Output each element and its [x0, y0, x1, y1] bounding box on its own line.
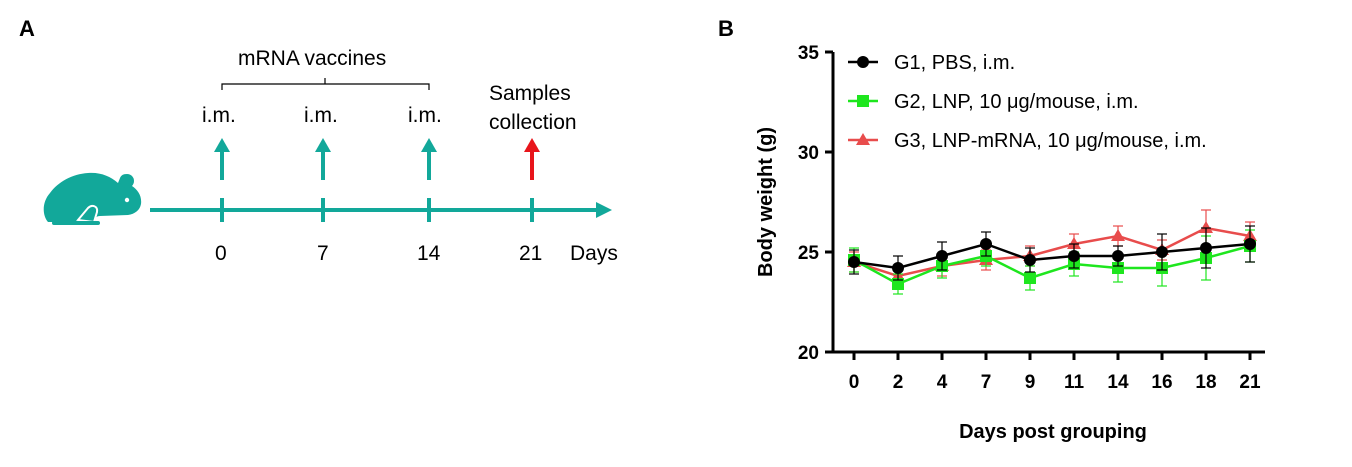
vaccine-arrows	[214, 138, 437, 180]
y-tick-label: 25	[798, 243, 820, 264]
data-point	[1112, 262, 1124, 274]
legend-entry-3: G3, LNP-mRNA, 10 μg/mouse, i.m.	[848, 130, 1207, 152]
vaccine-bracket	[221, 78, 430, 90]
data-point	[980, 238, 992, 250]
data-point	[1199, 221, 1213, 233]
samples-label-line2: collection	[489, 111, 577, 134]
x-axis-label: Days post grouping	[959, 421, 1147, 443]
day-tick-0: 0	[215, 242, 227, 265]
timeline-ticks	[220, 198, 534, 222]
series-line	[853, 242, 1251, 270]
body-weight-chart: 20 25 30 35 0 2 4 7 9 11 14 16 18 21 G1, PBS, i.m. G2,…	[755, 43, 1265, 443]
data-point	[1112, 250, 1124, 262]
day-tick-21: 21	[519, 242, 543, 265]
data-point	[1068, 250, 1080, 262]
data-point	[1200, 242, 1212, 254]
x-tick-label: 7	[981, 372, 992, 393]
y-tick-label: 35	[798, 43, 820, 64]
y-tick-label: 20	[798, 343, 819, 364]
days-label: Days	[570, 242, 618, 265]
day-tick-7: 7	[317, 242, 329, 265]
data-point	[892, 262, 904, 274]
series-1	[848, 225, 1256, 281]
data-point	[1244, 238, 1256, 250]
x-tick-label: 4	[937, 372, 948, 393]
series-2	[848, 229, 1256, 295]
x-tick-label: 21	[1239, 372, 1261, 393]
legend-label: G3, LNP-mRNA, 10 μg/mouse, i.m.	[894, 130, 1207, 152]
data-point	[1111, 229, 1125, 241]
x-tick-label: 16	[1151, 372, 1172, 393]
x-tick-label: 9	[1025, 372, 1036, 393]
y-axis-label: Body weight (g)	[755, 127, 777, 277]
series-line	[853, 244, 1251, 286]
legend-marker	[856, 133, 870, 145]
samples-label-line1: Samples	[489, 82, 571, 105]
data-point	[936, 250, 948, 262]
data-point	[1024, 254, 1036, 266]
y-tick-label: 30	[798, 143, 819, 164]
data-point	[1024, 272, 1036, 284]
x-tick-label: 18	[1195, 372, 1216, 393]
legend-label: G1, PBS, i.m.	[894, 52, 1015, 74]
vaccine-label: mRNA vaccines	[238, 47, 387, 70]
legend-marker	[857, 95, 869, 107]
day-tick-14: 14	[417, 242, 441, 265]
panel-a-label: A	[19, 16, 35, 41]
legend-entry-2: G2, LNP, 10 μg/mouse, i.m.	[848, 91, 1139, 113]
x-tick-label: 0	[849, 372, 860, 393]
data-point	[1067, 237, 1081, 249]
sample-collection-arrow	[524, 138, 540, 180]
data-point	[848, 256, 860, 268]
data-point	[1156, 246, 1168, 258]
series-line	[853, 226, 1251, 278]
legend-label: G2, LNP, 10 μg/mouse, i.m.	[894, 91, 1139, 113]
mouse-icon	[43, 172, 142, 222]
route-label-2: i.m.	[304, 104, 338, 127]
route-label-1: i.m.	[202, 104, 236, 127]
series-3	[847, 209, 1257, 285]
x-tick-label: 11	[1064, 372, 1085, 393]
panel-b-label: B	[718, 16, 734, 41]
x-tick-label: 2	[893, 372, 904, 393]
timeline-diagram	[43, 78, 612, 225]
legend-entry-1: G1, PBS, i.m.	[848, 52, 1015, 74]
timeline-arrowhead	[596, 202, 612, 218]
legend-marker	[857, 56, 869, 68]
route-label-3: i.m.	[408, 104, 442, 127]
x-tick-label: 14	[1107, 372, 1129, 393]
data-point	[892, 278, 904, 290]
